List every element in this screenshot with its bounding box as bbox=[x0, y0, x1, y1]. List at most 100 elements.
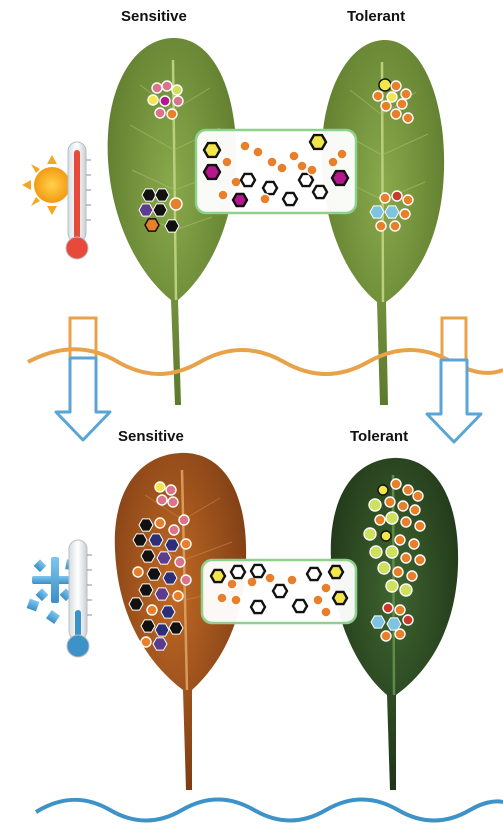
hexagon-marker bbox=[157, 552, 171, 564]
circle-marker bbox=[172, 85, 182, 95]
circle-marker bbox=[155, 108, 165, 118]
circle-marker bbox=[386, 512, 398, 524]
circle-marker bbox=[227, 579, 237, 589]
circle-marker bbox=[409, 539, 419, 549]
circle-marker bbox=[401, 517, 411, 527]
circle-marker bbox=[392, 191, 402, 201]
circle-marker bbox=[376, 221, 386, 231]
hexagon-marker bbox=[141, 550, 155, 562]
circle-marker bbox=[403, 113, 413, 123]
hexagon-marker bbox=[283, 193, 297, 205]
circle-marker bbox=[168, 497, 178, 507]
circle-marker bbox=[386, 580, 398, 592]
circle-marker bbox=[401, 553, 411, 563]
circle-marker bbox=[297, 161, 307, 171]
circle-marker bbox=[321, 583, 331, 593]
circle-marker bbox=[287, 575, 297, 585]
circle-marker bbox=[267, 157, 277, 167]
hexagon-marker bbox=[204, 143, 220, 157]
circle-marker bbox=[181, 575, 191, 585]
circle-marker bbox=[400, 584, 412, 596]
circle-marker bbox=[400, 209, 410, 219]
circle-marker bbox=[247, 577, 257, 587]
circle-marker bbox=[381, 101, 391, 111]
circle-marker bbox=[397, 99, 407, 109]
circle-marker bbox=[173, 591, 183, 601]
circle-marker bbox=[413, 491, 423, 501]
circle-marker bbox=[403, 195, 413, 205]
circle-marker bbox=[393, 567, 403, 577]
circle-marker bbox=[231, 177, 241, 187]
circle-marker bbox=[390, 221, 400, 231]
hexagon-marker bbox=[133, 534, 147, 546]
circle-marker bbox=[380, 193, 390, 203]
hexagon-marker bbox=[313, 186, 327, 198]
circle-marker bbox=[410, 505, 420, 515]
hexagon-marker bbox=[129, 598, 143, 610]
circle-marker bbox=[133, 567, 143, 577]
circle-marker bbox=[162, 81, 172, 91]
circle-marker bbox=[265, 573, 275, 583]
circle-marker bbox=[155, 482, 165, 492]
circle-marker bbox=[313, 595, 323, 605]
hexagon-marker bbox=[299, 174, 313, 186]
hexagon-marker bbox=[371, 616, 385, 628]
circle-marker bbox=[403, 485, 413, 495]
circle-marker bbox=[253, 147, 263, 157]
hexagon-marker bbox=[329, 566, 343, 578]
circle-marker bbox=[328, 157, 338, 167]
circle-marker bbox=[167, 109, 177, 119]
circle-marker bbox=[383, 603, 393, 613]
circle-marker bbox=[395, 535, 405, 545]
hexagon-marker bbox=[153, 638, 167, 650]
circle-marker bbox=[401, 89, 411, 99]
hexagon-marker bbox=[387, 618, 401, 630]
circle-marker bbox=[387, 92, 397, 102]
circle-marker bbox=[321, 607, 331, 617]
circle-marker bbox=[415, 521, 425, 531]
circle-marker bbox=[169, 525, 179, 535]
circle-marker bbox=[391, 479, 401, 489]
circle-marker bbox=[179, 515, 189, 525]
hexagon-marker bbox=[241, 174, 255, 186]
circle-marker bbox=[381, 531, 391, 541]
circle-marker bbox=[403, 615, 413, 625]
circle-marker bbox=[152, 83, 162, 93]
circle-marker bbox=[378, 562, 390, 574]
circle-marker bbox=[175, 557, 185, 567]
circle-marker bbox=[166, 485, 176, 495]
circle-marker bbox=[148, 95, 158, 105]
circle-marker bbox=[307, 165, 317, 175]
circle-marker bbox=[222, 157, 232, 167]
circle-marker bbox=[391, 81, 401, 91]
circle-marker bbox=[240, 141, 250, 151]
hexagon-marker bbox=[141, 620, 155, 632]
left-down-arrow bbox=[56, 358, 110, 440]
hexagon-marker bbox=[233, 194, 247, 206]
circle-marker bbox=[260, 194, 270, 204]
hexagon-marker bbox=[273, 585, 287, 597]
hexagon-marker bbox=[251, 565, 265, 577]
snowflake-thermometer-icon bbox=[27, 540, 92, 657]
hexagon-marker bbox=[142, 189, 156, 201]
hexagon-marker bbox=[307, 568, 321, 580]
hexagon-marker bbox=[333, 592, 347, 604]
circle-marker bbox=[415, 555, 425, 565]
hexagon-marker bbox=[385, 206, 399, 218]
bottom-wave bbox=[36, 800, 503, 821]
hexagon-marker bbox=[165, 539, 179, 551]
circle-marker bbox=[173, 96, 183, 106]
top-wave bbox=[28, 349, 503, 374]
hexagon-marker bbox=[370, 206, 384, 218]
hexagon-marker bbox=[139, 519, 153, 531]
circle-marker bbox=[141, 637, 151, 647]
circle-marker bbox=[395, 605, 405, 615]
sun-thermometer-icon bbox=[22, 142, 91, 259]
circle-marker bbox=[407, 571, 417, 581]
circle-marker bbox=[289, 151, 299, 161]
circle-marker bbox=[218, 190, 228, 200]
hexagon-marker bbox=[293, 600, 307, 612]
hexagon-marker bbox=[204, 165, 220, 179]
circle-marker bbox=[147, 605, 157, 615]
hexagon-marker bbox=[263, 182, 277, 194]
